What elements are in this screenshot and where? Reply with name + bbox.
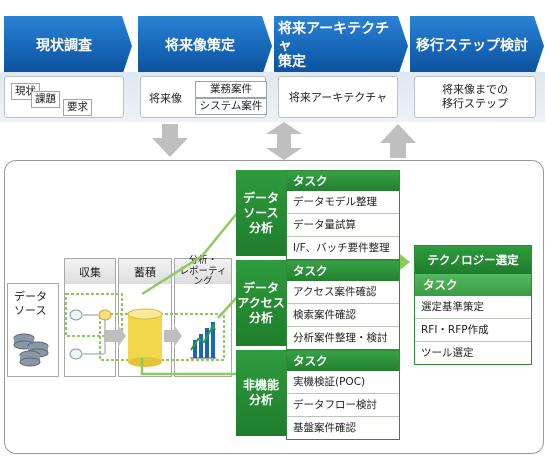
analysis-reporting-label: 分析・ レポーティング [179,254,227,288]
migration-text: 将来像までの 移行ステップ [442,82,508,110]
system-case-tag: システム案件 [195,98,267,115]
requirement-tag: 要求 [63,99,92,116]
data-source-box: データ ソース [7,283,59,377]
task-header: タスク [287,351,399,371]
future-vision-box: 将来像 業務案件 システム案件 [140,76,267,118]
task-item: ツール選定 [421,347,474,359]
task-header: タスク [287,261,399,281]
task-header: タスク [287,171,399,191]
phase-label: 移行ステップ検討 [416,37,528,54]
task-header: タスク [415,274,531,296]
up-arrow-icon [380,124,416,158]
data-source-task-list: タスク データモデル整理 データ量試算 I/F、バッチ要件整理 [286,170,400,260]
non-functional-analysis-title: 非機能 分析 [236,350,286,436]
task-item: 検索案件確認 [287,304,399,327]
business-case-tag: 業務案件 [195,81,267,98]
phase-current-survey: 現状調査 [4,16,132,76]
migration-box: 将来像までの 移行ステップ [414,76,536,118]
phase-label: 現状調査 [36,37,92,54]
phase-label: 将来アーキテクチャ 策定 [278,20,390,71]
current-state-box: 現状 課題 要求 [4,76,124,118]
technology-selection-title: テクノロジー選定 [415,246,531,274]
phase-migration-steps: 移行ステップ検討 [410,16,544,76]
phase-future-vision: 将来像策定 [138,16,272,76]
bidirectional-arrow-icon [266,122,302,160]
architecture-text: 将来アーキテクチャ [288,91,388,104]
task-connector-lines [140,211,239,376]
storage-label: 蓄積 [134,266,156,279]
task-item: 基盤案件確認 [293,422,356,434]
to-technology-arrow-icon [400,254,410,270]
task-item: 選定基準策定 [415,296,531,319]
data-flow-graphic [65,293,225,367]
down-arrow-icon [152,124,188,157]
task-item: I/F、バッチ要件整理 [293,242,390,254]
data-access-task-list: タスク アクセス案件確認 検索案件確認 分析案件整理・検討 [286,260,400,350]
data-source-label: データ ソース [14,290,47,318]
task-item: 分析案件整理・検討 [293,332,388,344]
task-item: 実機検証(POC) [287,371,399,394]
architecture-box: 将来アーキテクチャ [278,76,398,118]
non-functional-task-list: タスク 実機検証(POC) データフロー検討 基盤案件確認 [286,350,400,440]
technology-selection-panel: テクノロジー選定 タスク 選定基準策定 RFI・RFP作成 ツール選定 [414,245,532,365]
collection-label: 収集 [79,266,101,279]
issue-tag: 課題 [31,91,60,108]
task-item: アクセス案件確認 [287,281,399,304]
task-item: データフロー検討 [287,394,399,417]
future-vision-label: 将来像 [149,92,182,105]
phase-label: 将来像策定 [165,37,235,54]
analysis-reporting-column [174,284,232,377]
task-item: データモデル整理 [287,191,399,214]
data-access-analysis-title: データ アクセス 分析 [236,260,286,346]
collection-header: 収集 [64,258,116,286]
data-source-analysis-title: データ ソース 分析 [236,170,286,256]
task-item: データ量試算 [287,214,399,237]
phase-future-architecture: 将来アーキテクチャ 策定 [274,16,408,76]
task-item: RFI・RFP作成 [415,319,531,342]
database-stack-icon [13,333,49,367]
